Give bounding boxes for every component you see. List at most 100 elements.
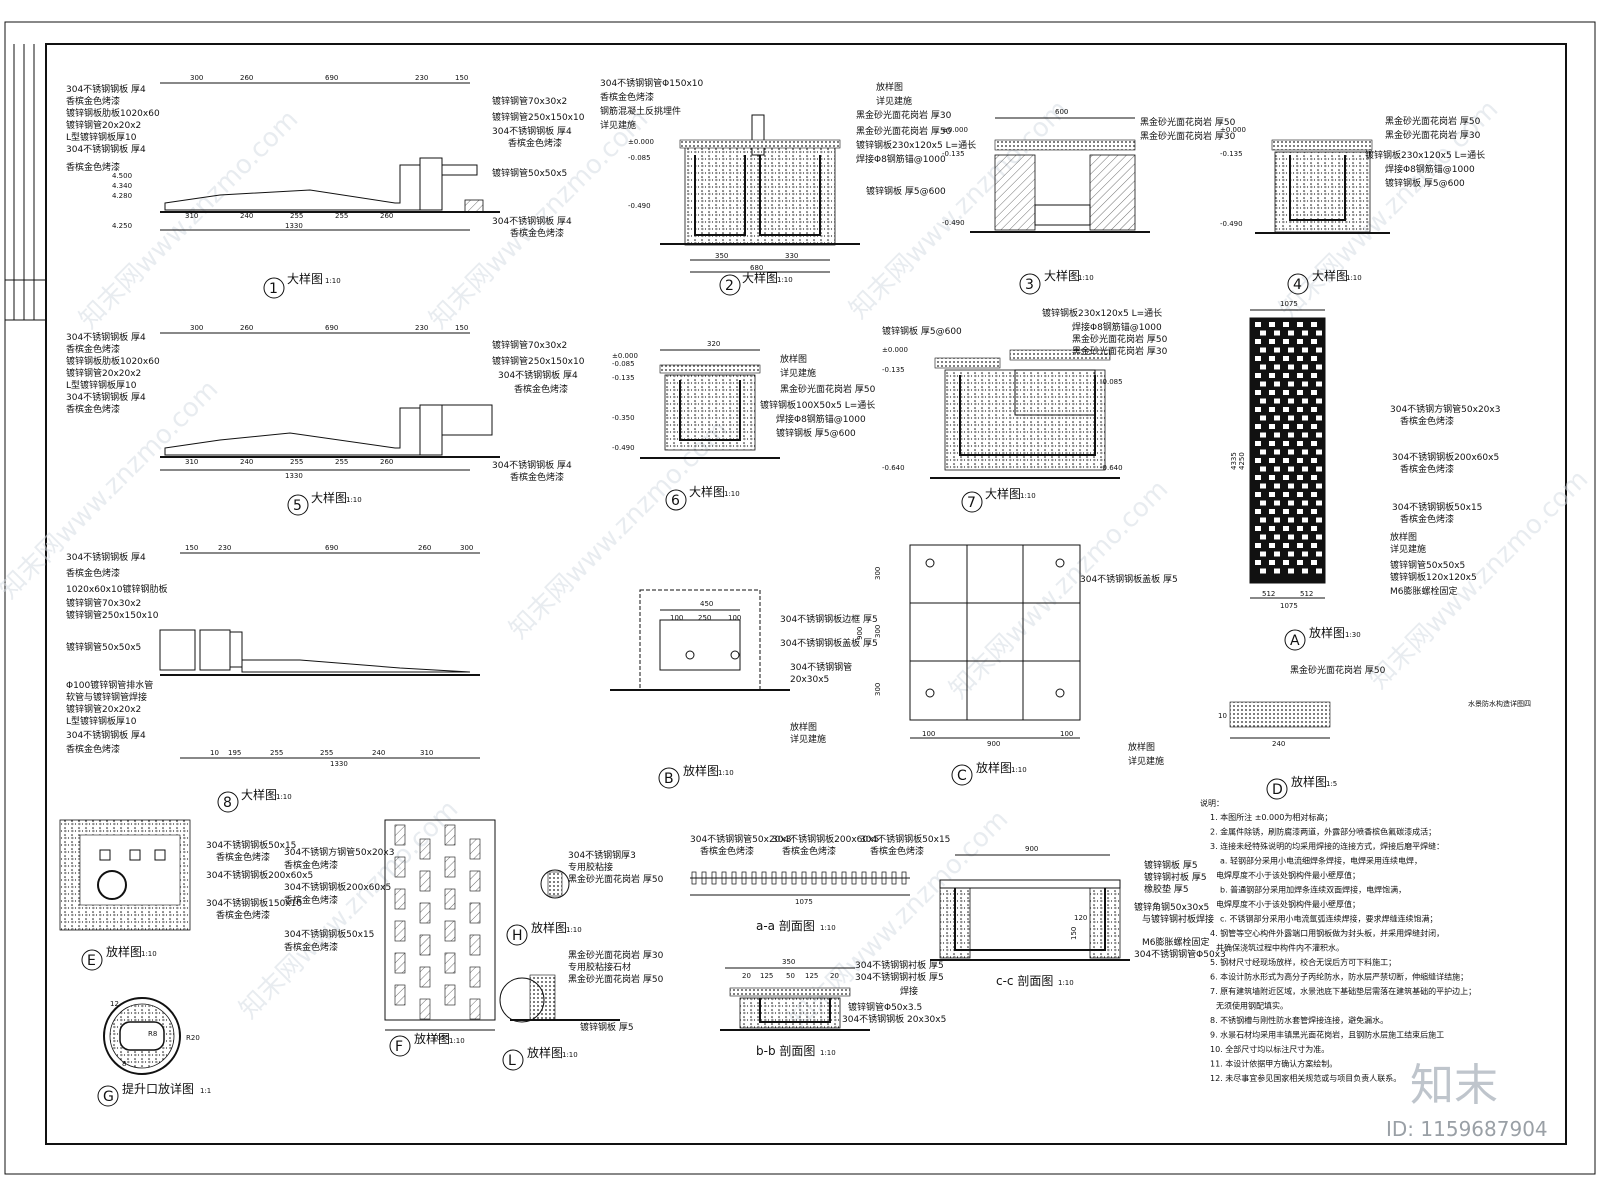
panel-slot — [1311, 560, 1317, 565]
panel-slot — [1316, 398, 1322, 404]
dA-title: 放样图 — [1309, 625, 1345, 640]
panel-slot — [1260, 432, 1266, 438]
detail-8: 150 230 690 260 300 304不锈钢钢板 厚4 香槟金色烤漆 1… — [66, 544, 480, 813]
detail-C: 900 300 300 300 900 100 100 304不锈钢钢板盖板 厚… — [856, 544, 1178, 786]
d7-label-2: 黑金砂光面花岗岩 厚50 — [1072, 333, 1168, 345]
section-cc: 900 120 150 镀锌钢板 厚5 镀锌钢衬板 厚5 橡胶垫 厚5 镀锌角钢… — [930, 845, 1226, 988]
dC-label-2: 详见建施 — [1128, 755, 1164, 767]
dH-num: H — [512, 928, 523, 944]
dA-num: A — [1290, 633, 1300, 649]
note-item: 6. 本设计防水形式为高分子丙纶防水，防水层严禁切断，伸缩缝详结施； — [1210, 972, 1468, 982]
dC-label-0: 304不锈钢钢板盖板 厚5 — [1080, 573, 1178, 585]
d2-level-1: -0.085 — [628, 154, 651, 162]
dC-num: C — [957, 768, 967, 784]
d1-label-5: 304不锈钢钢板 厚4 — [66, 143, 146, 155]
d6-level-1: -0.085 — [612, 360, 635, 368]
d5-label-12: 香槟金色烤漆 — [510, 471, 564, 483]
dA-label-6: 放样图 — [1390, 531, 1417, 543]
bb-label-4: 304不锈钢钢板 20x30x5 — [842, 1013, 946, 1025]
aa-scale: 1:10 — [820, 924, 836, 932]
panel-slot — [1260, 398, 1266, 404]
cc-label-3: 镀锌角钢50x30x5 — [1134, 901, 1209, 913]
dA-dim-2: 4250 — [1238, 452, 1246, 470]
panel-slot — [1302, 534, 1308, 540]
slat-block — [419, 998, 431, 1020]
panel-slot — [1260, 381, 1266, 387]
cc-scale: 1:10 — [1058, 979, 1074, 987]
detail-F: 1075 304不锈钢方钢管50x20x3 香槟金色烤漆 304不锈钢钢板200… — [284, 819, 496, 1057]
panel-slot — [1260, 534, 1266, 540]
d1-label-2: 镀锌钢板肋板1020x60 — [66, 107, 160, 119]
note-item: 电焊厚度不小于该处钢构件最小壁厚值； — [1216, 870, 1360, 880]
d7-label-1: 焊接Φ8钢筋锚@1000 — [1072, 321, 1162, 333]
panel-slot — [1274, 347, 1280, 353]
note-item: 7. 原有建筑墙附近区域，水景池底下基础垫层需落在建筑基础的平护边上； — [1210, 986, 1476, 996]
d5-label-10: 香槟金色烤漆 — [514, 383, 568, 395]
dB-num: B — [664, 771, 674, 787]
panel-slot — [1297, 390, 1303, 395]
dG-label-3: 8 — [122, 1060, 126, 1068]
panel-slot — [1269, 475, 1275, 480]
dL-title: 放样图 — [527, 1045, 563, 1060]
bb-title: b-b 剖面图 — [756, 1044, 815, 1058]
dD-title: 放样图 — [1291, 774, 1327, 789]
bb-dim-0: 350 — [782, 958, 795, 966]
panel-slot — [1283, 543, 1289, 548]
d6-label-2: 黑金砂光面花岗岩 厚50 — [780, 383, 876, 395]
panel-slot — [1255, 526, 1261, 531]
panel-slot — [1255, 560, 1261, 565]
d8-dim-b-0: 10 — [210, 749, 219, 757]
d2-level-2: -0.490 — [628, 202, 651, 210]
slat-block — [469, 998, 481, 1020]
dA-dim-0: 1075 — [1280, 300, 1298, 308]
d1-dim-b-3: 255 — [335, 212, 348, 220]
d6-num: 6 — [671, 493, 680, 509]
d1-level-3: 4.250 — [112, 222, 132, 230]
panel-slot — [1302, 483, 1308, 489]
dC-title: 放样图 — [976, 760, 1012, 775]
panel-slot — [1311, 526, 1317, 531]
dA-label-9: 镀锌钢板120x120x5 — [1390, 571, 1477, 583]
dB-label-1: 304不锈钢钢板盖板 厚5 — [780, 637, 878, 649]
d8-label-6: Φ100镀锌钢管排水管 — [66, 679, 153, 691]
panel-slot — [1283, 475, 1289, 480]
panel-slot — [1283, 509, 1289, 514]
cc-dim-0: 900 — [1025, 845, 1038, 853]
panel-slot — [1260, 449, 1266, 455]
panel-slot — [1283, 339, 1289, 344]
panel-slot — [1260, 415, 1266, 421]
panel-slot — [1316, 568, 1322, 574]
d5-dim-b-3: 255 — [335, 458, 348, 466]
dB-label-3: 20x30x5 — [790, 675, 829, 685]
cc-label-5: M6膨胀螺栓固定 — [1142, 936, 1210, 948]
dB-dim-2: 250 — [698, 614, 711, 622]
panel-slot — [1274, 568, 1280, 574]
d1-labels: 304不锈钢钢板 厚4 香槟金色烤漆 镀锌钢板肋板1020x60 镀锌钢管20x… — [66, 83, 585, 239]
section-member — [781, 871, 787, 885]
d8-dim-b-6: 1330 — [330, 760, 348, 768]
panel-slot — [1316, 466, 1322, 472]
panel-slot — [1255, 390, 1261, 395]
d4-num: 4 — [1293, 277, 1302, 293]
panel-slot — [1288, 534, 1294, 540]
d2-label-0: 304不锈钢钢管Φ150x10 — [600, 77, 703, 89]
d2-title: 大样图 — [742, 270, 778, 285]
d5-dim-top-1: 260 — [240, 324, 253, 332]
panel-slot — [1297, 458, 1303, 463]
d4-label-0: 黑金砂光面花岗岩 厚50 — [1385, 115, 1481, 127]
panel-slot — [1269, 560, 1275, 565]
d1-num: 1 — [269, 281, 278, 297]
panel-slot — [1269, 322, 1275, 327]
d2-dim-2: 680 — [750, 264, 763, 272]
panel-slot — [1316, 500, 1322, 506]
panel-slot — [1260, 517, 1266, 523]
section-member — [751, 871, 757, 885]
detail-3: 600 黑金砂光面花岗岩 厚50 黑金砂光面花岗岩 厚30 ±0.000 -0.… — [942, 108, 1236, 295]
d1-label-0: 304不锈钢钢板 厚4 — [66, 83, 146, 95]
d8-label-3: 镀锌钢管70x30x2 — [66, 597, 141, 609]
d5-label-9: 304不锈钢钢板 厚4 — [498, 369, 578, 381]
d3-level-0: ±0.000 — [942, 126, 968, 134]
d1-label-6: 香槟金色烤漆 — [66, 161, 120, 173]
panel-slot — [1255, 492, 1261, 497]
panel-slot — [1288, 568, 1294, 574]
